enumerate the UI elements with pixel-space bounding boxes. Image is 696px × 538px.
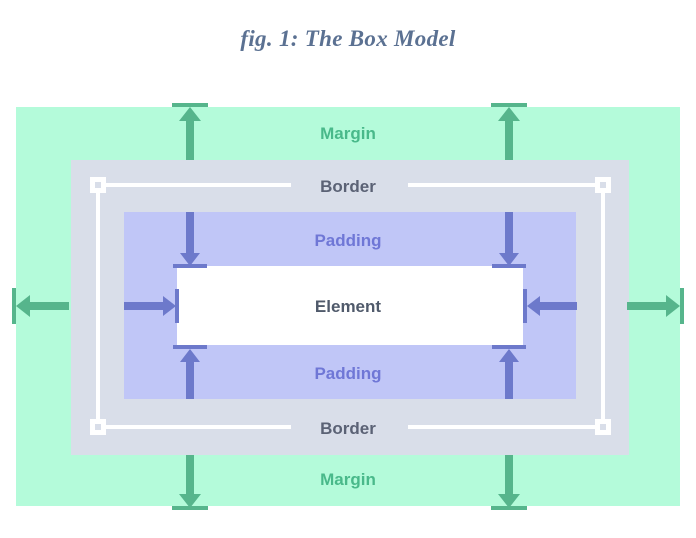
border-handle-bottom-left[interactable] <box>90 419 106 435</box>
padding-label-bottom: Padding <box>0 364 696 384</box>
border-guide-line-right <box>601 185 605 425</box>
border-handle-top-right[interactable] <box>595 177 611 193</box>
border-label-bottom: Border <box>0 419 696 439</box>
figure-title: fig. 1: The Box Model <box>240 26 456 51</box>
element-label: Element <box>0 297 696 317</box>
border-guide-line-top-left <box>99 183 291 187</box>
border-guide-line-top-right <box>408 183 601 187</box>
border-guide-line-bottom-right <box>408 425 601 429</box>
border-handle-bottom-right[interactable] <box>595 419 611 435</box>
border-guide-line-left <box>96 185 100 425</box>
border-guide-line-bottom-left <box>99 425 291 429</box>
border-label-top: Border <box>0 177 696 197</box>
margin-label-top: Margin <box>0 124 696 144</box>
border-handle-top-left[interactable] <box>90 177 106 193</box>
margin-label-bottom: Margin <box>0 470 696 490</box>
padding-label-top: Padding <box>0 231 696 251</box>
